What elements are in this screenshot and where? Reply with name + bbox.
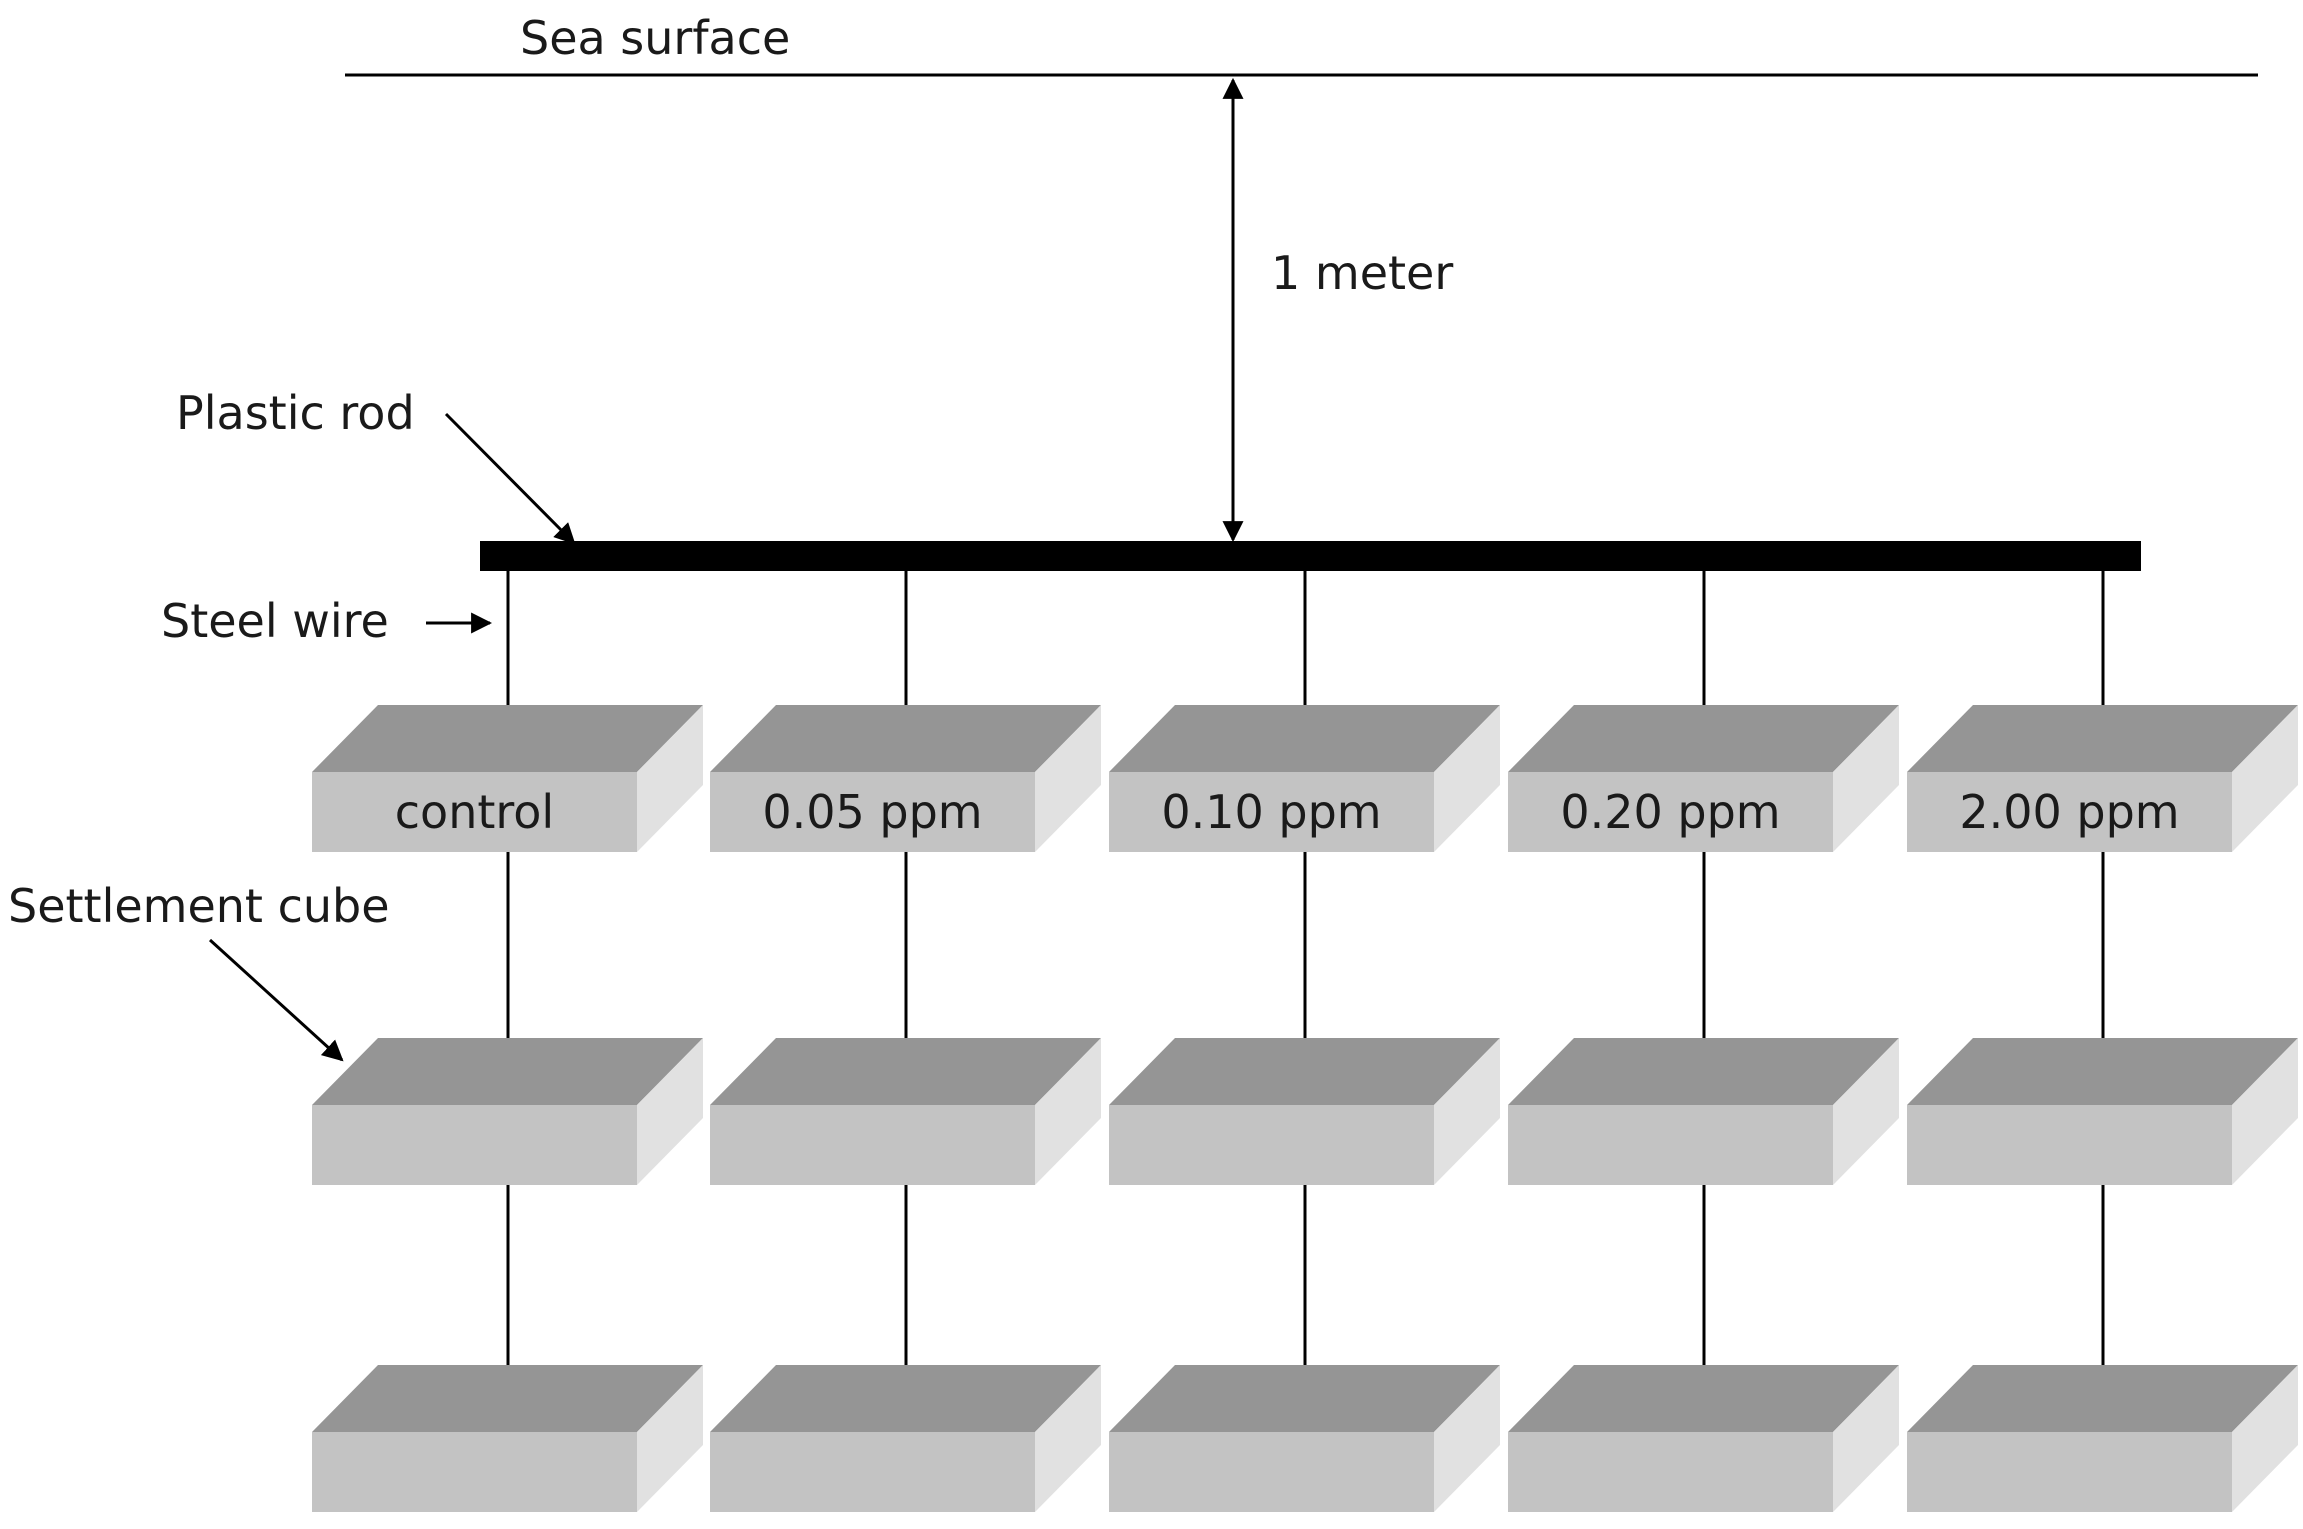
settlement-cube <box>1907 1038 2298 1185</box>
cube-top-face <box>1508 1038 1899 1105</box>
cube-front-face <box>312 772 637 852</box>
sea-surface-label: Sea surface <box>520 11 790 65</box>
plastic-rod <box>480 541 2141 571</box>
cube-top-face <box>1109 705 1500 772</box>
cube-top-face <box>710 1038 1101 1105</box>
cube-side-face <box>637 1365 703 1512</box>
cube-front-face <box>1907 1105 2232 1185</box>
cube-front-face <box>710 772 1035 852</box>
distance-label: 1 meter <box>1271 246 1453 300</box>
settlement-cube <box>1109 1365 1500 1512</box>
treatment-columns: control 0.05 ppm 0.10 ppm 0.20 ppm 2.00 ppm <box>312 571 2298 1512</box>
cube-top-face <box>1109 1365 1500 1432</box>
settlement-cube <box>1508 1038 1899 1185</box>
cube-top-face <box>312 1365 703 1432</box>
cube-side-face <box>637 705 703 852</box>
cube-side-face <box>1035 1365 1101 1512</box>
settlement-cube <box>312 705 703 852</box>
cube-top-face <box>312 705 703 772</box>
cube-side-face <box>1833 1365 1899 1512</box>
cube-side-face <box>2232 1365 2298 1512</box>
cube-top-face <box>1907 1365 2298 1432</box>
cube-top-face <box>1109 1038 1500 1105</box>
cube-side-face <box>1833 705 1899 852</box>
cube-front-face <box>312 1105 637 1185</box>
plastic-rod-pointer-arrow <box>444 412 576 545</box>
settlement-cube-label: Settlement cube <box>8 879 390 933</box>
treatment-label: 0.05 ppm <box>762 785 982 839</box>
plastic-rod-label: Plastic rod <box>176 386 415 440</box>
settlement-cube <box>1109 1038 1500 1185</box>
cube-top-face <box>1508 705 1899 772</box>
cube-top-face <box>1907 705 2298 772</box>
treatment-label: 2.00 ppm <box>1959 785 2179 839</box>
settlement-cube-pointer-arrow <box>208 938 344 1062</box>
settlement-cube <box>710 1038 1101 1185</box>
cube-top-face <box>710 1365 1101 1432</box>
settlement-cube <box>1907 705 2298 852</box>
settlement-cube <box>312 1038 703 1185</box>
settlement-cube <box>710 705 1101 852</box>
cube-side-face <box>2232 705 2298 852</box>
cube-front-face <box>710 1432 1035 1512</box>
cube-side-face <box>2232 1038 2298 1185</box>
steel-wire-label: Steel wire <box>161 594 389 648</box>
cube-side-face <box>1434 1038 1500 1185</box>
cube-front-face <box>1508 1432 1833 1512</box>
cube-side-face <box>1434 705 1500 852</box>
settlement-cube <box>312 1365 703 1512</box>
cube-front-face <box>1508 772 1833 852</box>
cube-top-face <box>710 705 1101 772</box>
cube-side-face <box>1035 1038 1101 1185</box>
cube-top-face <box>312 1038 703 1105</box>
cube-top-face <box>1508 1365 1899 1432</box>
cube-front-face <box>710 1105 1035 1185</box>
treatment-label: 0.10 ppm <box>1161 785 1381 839</box>
cube-front-face <box>1508 1105 1833 1185</box>
cube-top-face <box>1907 1038 2298 1105</box>
settlement-cube <box>710 1365 1101 1512</box>
settlement-cube <box>1508 1365 1899 1512</box>
settlement-cube <box>1508 705 1899 852</box>
settlement-cube <box>1907 1365 2298 1512</box>
cube-side-face <box>1434 1365 1500 1512</box>
cube-front-face <box>1109 1432 1434 1512</box>
cube-front-face <box>312 1432 637 1512</box>
treatment-label: 0.20 ppm <box>1560 785 1780 839</box>
cube-front-face <box>1109 772 1434 852</box>
cube-side-face <box>637 1038 703 1185</box>
settlement-cube <box>1109 705 1500 852</box>
treatment-label: control <box>395 785 554 839</box>
cube-front-face <box>1907 772 2232 852</box>
cube-front-face <box>1907 1432 2232 1512</box>
cube-front-face <box>1109 1105 1434 1185</box>
cube-side-face <box>1833 1038 1899 1185</box>
cube-side-face <box>1035 705 1101 852</box>
